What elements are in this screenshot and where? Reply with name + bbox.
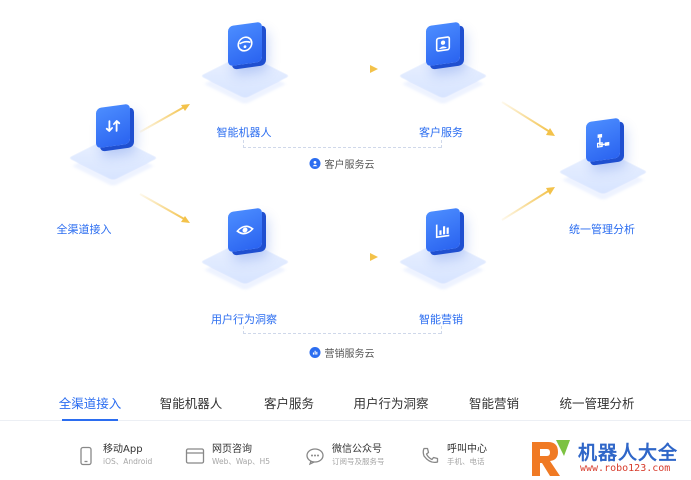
tab-omni-channel[interactable]: 全渠道接入: [58, 396, 122, 411]
phone-icon: [80, 446, 92, 466]
robo123-logo-icon: [532, 440, 570, 476]
eye-icon: [228, 207, 262, 253]
arrow-service-to-analytics: [501, 101, 555, 136]
node-customer-service: [388, 14, 498, 124]
user-icon: [309, 158, 321, 169]
marketing-cloud-bracket-right: [441, 326, 442, 334]
channel-wechat[interactable]: 微信公众号 订阅号及服务号: [305, 444, 385, 467]
active-tab-indicator: [62, 419, 118, 421]
watermark-url: www.robo123.com: [580, 463, 671, 474]
channel-title: 网页咨询: [212, 444, 252, 455]
chart-icon: [309, 347, 321, 358]
node-unified-analytics: [548, 110, 658, 220]
node-user-insight: [190, 200, 300, 310]
tab-customer-service[interactable]: 客户服务: [263, 396, 315, 411]
arrow-omni-to-robot: [139, 104, 190, 133]
channel-title: 呼叫中心: [447, 444, 487, 455]
node-label-robot: 智能机器人: [216, 126, 272, 139]
channel-title: 移动App: [103, 444, 143, 455]
bar-chart-icon: [426, 207, 460, 253]
marketing-cloud-bracket-left: [243, 326, 244, 334]
node-label-analytics: 统一管理分析: [569, 223, 635, 236]
tab-user-insight[interactable]: 用户行为洞察: [353, 396, 429, 411]
swap-arrows-icon: [96, 103, 130, 149]
tab-smart-marketing[interactable]: 智能营销: [468, 396, 520, 411]
tab-smart-robot[interactable]: 智能机器人: [159, 396, 223, 411]
customer-card-icon: [426, 21, 460, 67]
service-cloud-bracket-right: [441, 140, 442, 148]
channel-mobile-app[interactable]: 移动App iOS、Android: [76, 444, 152, 467]
node-label-omni: 全渠道接入: [56, 223, 112, 236]
channel-subtitle: Web、Wap、H5: [212, 457, 271, 466]
tab-unified-analytics[interactable]: 统一管理分析: [559, 396, 635, 411]
service-cloud-label: 客户服务云: [324, 160, 375, 171]
wechat-icon: [306, 448, 324, 466]
node-label-service: 客户服务: [419, 126, 463, 139]
service-cloud-tag: 客户服务云: [305, 156, 379, 171]
service-cloud-bracket: [243, 147, 441, 148]
node-label-marketing: 智能营销: [419, 313, 463, 326]
node-robot: [190, 14, 300, 124]
node-smart-marketing: [388, 200, 498, 310]
channel-web[interactable]: 网页咨询 Web、Wap、H5: [185, 444, 270, 467]
arrow-marketing-to-analytics: [501, 187, 555, 221]
node-omni-channel: [58, 96, 168, 206]
watermark-text: 机器人大全: [578, 442, 679, 464]
arrow-robot-to-service: [310, 65, 378, 73]
arrow-omni-to-insight: [139, 193, 190, 223]
flow-chart-icon: [586, 117, 620, 163]
marketing-cloud-label: 营销服务云: [324, 349, 375, 360]
robot-face-icon: [228, 21, 262, 67]
channel-subtitle: 订阅号及服务号: [332, 457, 385, 466]
browser-window-icon: [185, 448, 205, 464]
marketing-cloud-tag: 营销服务云: [305, 345, 379, 360]
phone-call-icon: [422, 447, 439, 464]
node-label-insight: 用户行为洞察: [211, 313, 277, 326]
arrow-insight-to-marketing: [310, 253, 378, 261]
channel-subtitle: iOS、Android: [103, 457, 153, 466]
service-cloud-bracket-left: [243, 140, 244, 148]
channel-subtitle: 手机、电话: [447, 457, 485, 466]
robo123-watermark: 机器人大全 www.robo123.com: [528, 436, 691, 480]
marketing-cloud-bracket: [243, 333, 441, 334]
channel-title: 微信公众号: [332, 444, 382, 455]
channel-call-center[interactable]: 呼叫中心 手机、电话: [420, 444, 487, 467]
feature-tabs: 全渠道接入 智能机器人 客户服务 用户行为洞察 智能营销 统一管理分析: [0, 383, 691, 421]
